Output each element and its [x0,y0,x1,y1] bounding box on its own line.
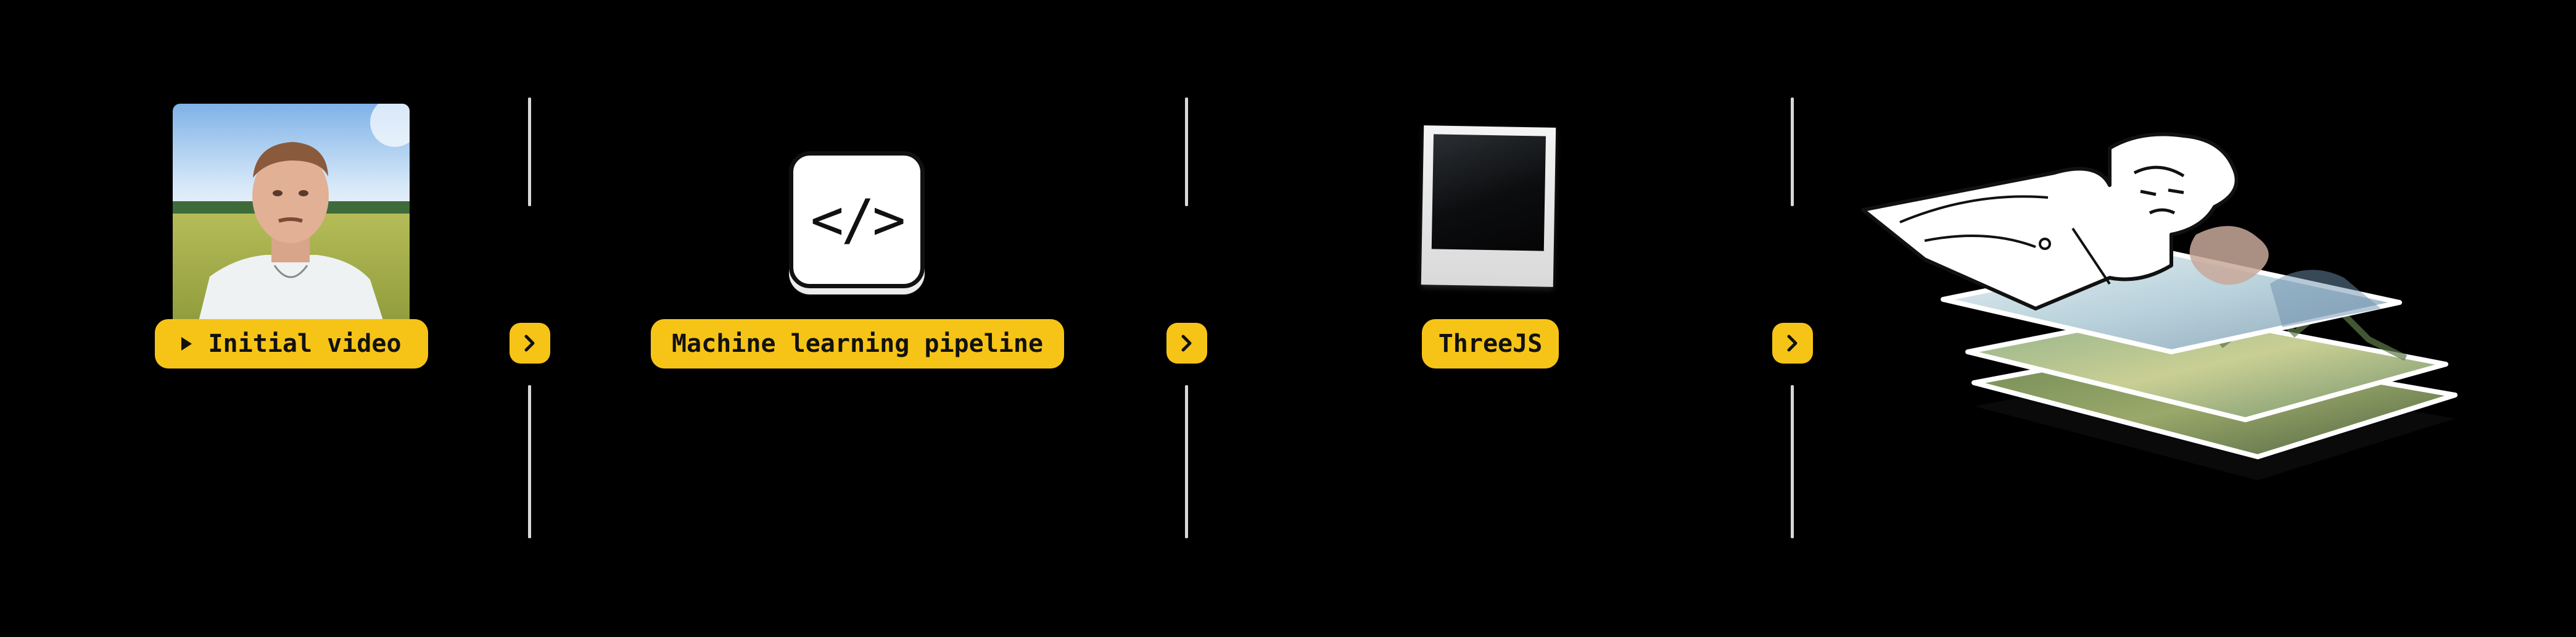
polaroid-image [1421,125,1556,287]
chevron-right-icon [1181,335,1192,352]
polaroid-film [1431,134,1546,251]
layer-sketch [1861,132,2239,310]
divider [1791,385,1794,538]
next-chevron[interactable] [1166,323,1207,364]
code-icon: </> [789,151,925,288]
video-frame-illustration [173,104,410,326]
chevron-right-icon [1787,335,1798,352]
step-label: ThreeJS [1438,330,1543,358]
divider [1185,98,1188,206]
step-label: Machine learning pipeline [671,330,1044,358]
initial-video-label[interactable]: Initial video [155,319,428,368]
machine-learning-pipeline-label[interactable]: Machine learning pipeline [651,319,1064,368]
video-thumbnail[interactable] [173,104,410,326]
play-icon [181,337,192,351]
code-symbol: </> [810,187,906,252]
chevron-right-icon [524,335,535,352]
layered-output-illustration [1861,132,2458,480]
divider [528,385,531,538]
divider [528,98,531,206]
threejs-label[interactable]: ThreeJS [1422,319,1559,368]
next-chevron[interactable] [1772,323,1813,364]
divider [1185,385,1188,538]
step-label: Initial video [208,330,402,358]
next-chevron[interactable] [510,323,550,364]
divider [1791,98,1794,206]
